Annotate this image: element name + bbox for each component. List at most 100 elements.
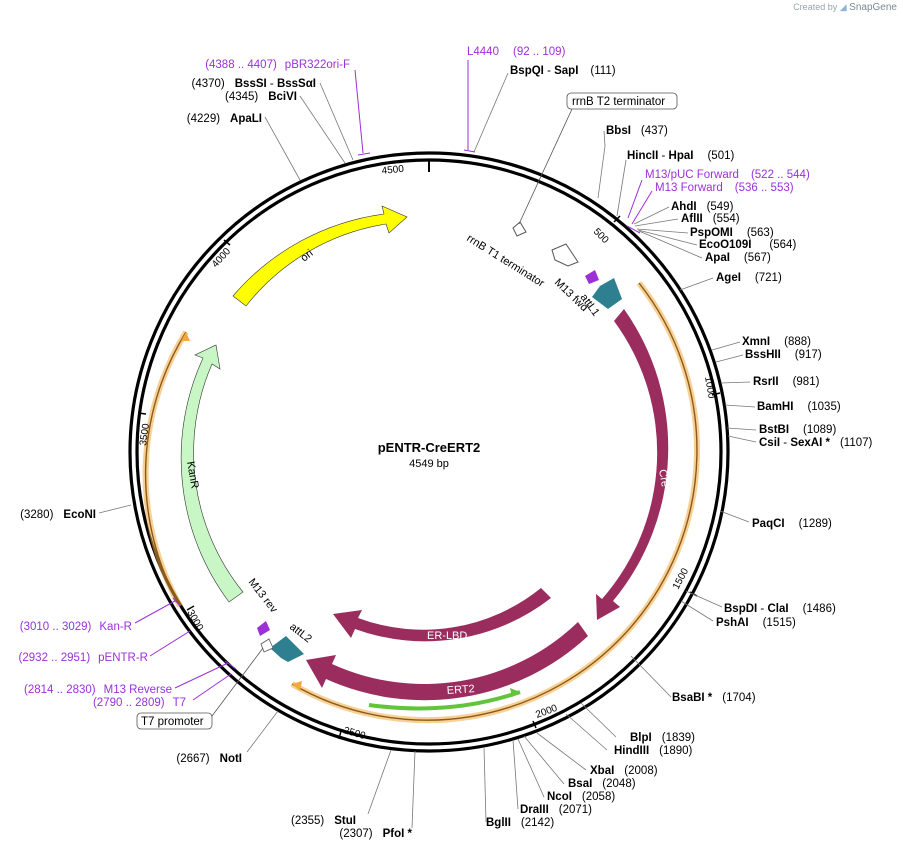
- site-rsrii-pos: (981): [793, 376, 820, 388]
- site-hindiii: HindIII(1890): [614, 745, 693, 757]
- site-bstbi-name: BstBI: [759, 424, 789, 436]
- site-blpi-pos: (1839): [662, 732, 695, 744]
- primer-pbr322-name: pBR322ori-F: [285, 59, 350, 71]
- site-pshai-name: PshAI: [716, 617, 749, 629]
- site-aflii-pos: (554): [713, 213, 740, 225]
- site-apai-pos: (567): [744, 252, 771, 264]
- site-csii-name: CsiI: [759, 437, 780, 449]
- primer-l4440: L4440(92 .. 109): [467, 46, 566, 58]
- site-bglii-name: BglII: [486, 817, 511, 829]
- leader-pspomi: [636, 228, 689, 234]
- attl1-feature: [592, 278, 622, 309]
- leader-aflii: [634, 218, 679, 227]
- orf-arcs: [142, 281, 700, 724]
- ori-feature: [232, 205, 408, 307]
- site-csii-name2: SexAI *: [790, 437, 830, 449]
- site-hincii: HincII - HpaI(501): [627, 150, 734, 162]
- orf-kanr-arrowhead: [181, 332, 190, 341]
- site-eco0109i: EcoO109I(564): [699, 239, 796, 251]
- leader-blpi: [580, 702, 617, 738]
- snapgene-credit: Created by ◢ SnapGene: [793, 2, 897, 13]
- rrnb-t2-connector: [518, 108, 573, 225]
- site-xmni-name: XmnI: [742, 336, 770, 348]
- leader-hindiii: [565, 713, 608, 751]
- site-sep: -: [267, 78, 277, 90]
- leader-bspqi: [473, 72, 509, 153]
- rrnb-t1-feature: [551, 243, 579, 267]
- leader-l4440: [463, 60, 476, 153]
- leader-econi: [98, 504, 132, 514]
- site-ahdi: AhdI(549): [671, 201, 734, 213]
- tick-mark-1000: [711, 392, 721, 396]
- site-csii-pos: (1107): [840, 437, 873, 449]
- leader-bglii: [483, 746, 487, 823]
- site-noti-name: NotI: [220, 753, 242, 765]
- cre-label: Cre: [656, 468, 671, 488]
- site-draiii-pos: (2071): [559, 804, 592, 816]
- primer-t7-name: T7: [173, 697, 186, 709]
- er-lbd-label: ER-LBD: [427, 630, 467, 642]
- site-sep: -: [757, 603, 767, 615]
- site-bsssi-name2: BssSαI: [277, 78, 316, 90]
- site-bamhi: BamHI(1035): [757, 401, 841, 413]
- site-sep: -: [544, 65, 554, 77]
- t7-promoter-label: T7 promoter: [141, 716, 204, 728]
- site-pfoi: (2307) PfoI *: [339, 828, 412, 840]
- site-agei-name: AgeI: [716, 272, 741, 284]
- site-bsssi-pos: (4370): [192, 78, 225, 90]
- primer-m13fwd-name: M13 Forward: [655, 182, 723, 194]
- site-stui-pos: (2355): [291, 815, 324, 827]
- site-pspomi-pos: (563): [747, 227, 774, 239]
- ert2-label: ERT2: [446, 683, 475, 697]
- primer-t7-range: (2790 .. 2809): [93, 697, 165, 709]
- leader-m13rev: [174, 660, 237, 689]
- er-lbd-feature: [333, 588, 551, 642]
- primer-m13fwd-range: (536 .. 553): [735, 182, 794, 194]
- primer-t7: (2790 .. 2809) T7: [93, 697, 186, 709]
- site-ahdi-pos: (549): [707, 201, 734, 213]
- site-bstbi-pos: (1089): [803, 424, 836, 436]
- tick-3500: 3500: [138, 422, 152, 446]
- site-rsrii: RsrII(981): [753, 376, 820, 388]
- orf-kanr-arc-core: [144, 331, 187, 607]
- leader-bamhi: [724, 404, 756, 408]
- site-econi-name: EcoNI: [63, 509, 96, 521]
- leader-apai: [638, 230, 703, 259]
- leader-bsabi: [630, 655, 672, 698]
- site-bspdi-name2: ClaI: [767, 603, 788, 615]
- leader-kanr: [134, 597, 181, 624]
- cre-feature: [596, 309, 669, 620]
- site-apali-name: ApaLI: [230, 113, 262, 125]
- site-hindiii-name: HindIII: [614, 745, 649, 757]
- tick-mark-2500: [338, 730, 342, 740]
- m13-rev-primer-site: [257, 621, 270, 636]
- site-bsabi-pos: (1704): [722, 692, 755, 704]
- primer-kanr-range: (3010 .. 3029): [20, 621, 92, 633]
- site-apali-pos: (4229): [187, 113, 220, 125]
- site-stui-name: StuI: [334, 815, 356, 827]
- site-sep: -: [658, 150, 668, 162]
- site-agei-pos: (721): [755, 272, 782, 284]
- leader-xmni: [711, 341, 741, 351]
- site-bbsi-pos: (437): [641, 125, 668, 137]
- site-pshai: PshAI(1515): [716, 617, 796, 629]
- site-aflii-name: AflII: [681, 213, 703, 225]
- site-bspdi-name: BspDI: [724, 603, 757, 615]
- site-pfoi-name: PfoI *: [383, 828, 413, 840]
- kanr-feature: [180, 344, 244, 603]
- primer-m13fwd: M13 Forward (536 .. 553): [655, 182, 794, 194]
- site-bcivi-pos: (4345): [225, 91, 258, 103]
- site-pfoi-pos: (2307): [339, 828, 372, 840]
- site-ncoi: NcoI(2058): [547, 791, 615, 803]
- site-bsai-pos: (2048): [602, 778, 635, 790]
- backbone-outer: [128, 151, 730, 753]
- leader-bsai: [523, 735, 565, 785]
- site-pspomi-name: PspOMI: [690, 227, 733, 239]
- leader-eco0109i: [637, 229, 698, 246]
- site-paqci-name: PaqCI: [752, 518, 785, 530]
- site-bsabi: BsaBI *(1704): [672, 692, 756, 704]
- site-hincii-name: HincII: [627, 150, 658, 162]
- leader-pentr: [149, 630, 191, 657]
- orf-inner-green: [368, 690, 521, 711]
